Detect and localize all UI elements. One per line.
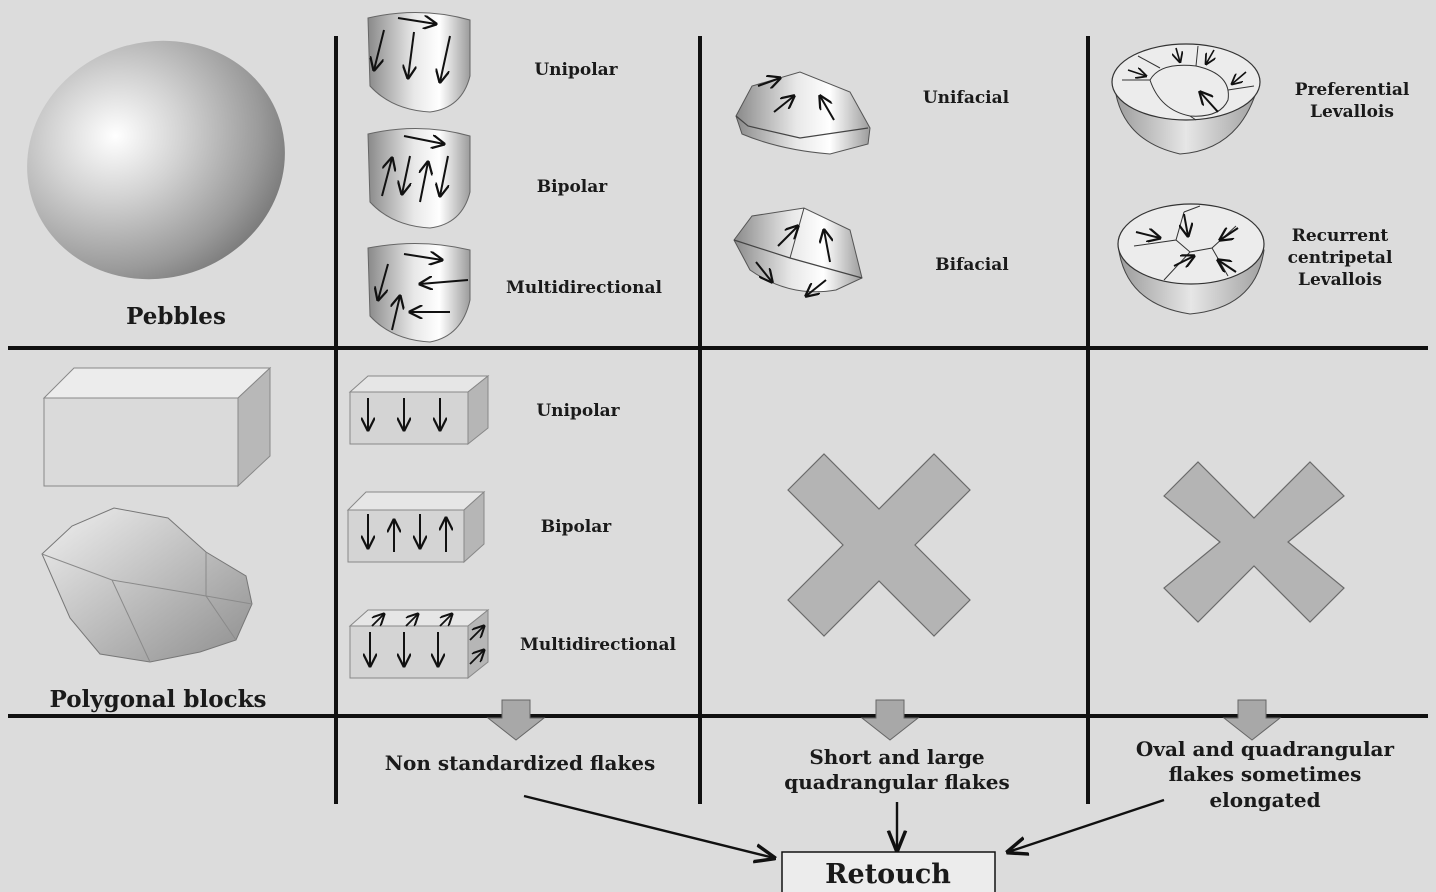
- box-unipolar-icon: [348, 374, 490, 446]
- row1-col2-label-2: Bipolar: [537, 177, 609, 197]
- core-unifacial-icon: [735, 71, 871, 155]
- row2-col2-label-2: Bipolar: [541, 517, 613, 537]
- row1-col2-label-1: Unipolar: [534, 60, 618, 80]
- row3-col4-label-3: elongated: [1209, 788, 1320, 812]
- row3-col3-label-1: Short and large: [809, 745, 984, 769]
- row1-col2-label-3: Multidirectional: [506, 278, 662, 298]
- row1-col3-label-2: Bifacial: [935, 255, 1009, 275]
- core-unipolar-icon: [367, 11, 471, 113]
- cross-icon: [1163, 461, 1345, 623]
- row3-col4-label-2: flakes sometimes: [1169, 762, 1362, 786]
- arrow-to-retouch-right: [1008, 798, 1165, 852]
- arrow-to-retouch-left: [523, 794, 774, 858]
- core-preferential-levallois-icon: [1111, 43, 1261, 155]
- box-multidirectional-icon: [348, 608, 490, 680]
- row3-col3-label-2: quadrangular flakes: [784, 770, 1009, 794]
- row2-col2-label-3: Multidirectional: [520, 635, 676, 655]
- row1-col4a-label-2: Levallois: [1310, 102, 1394, 122]
- polygonal-block-icon: [41, 507, 253, 663]
- pebble-icon: [27, 40, 285, 280]
- row1-col4b-label-3: Levallois: [1298, 270, 1382, 290]
- retouch-box: [781, 851, 996, 892]
- row1-col4b-label-1: Recurrent: [1292, 226, 1389, 246]
- polygonal-blocks-label: Polygonal blocks: [50, 686, 267, 713]
- rectangular-block-icon: [42, 366, 272, 488]
- down-arrow-icon: [860, 699, 920, 741]
- retouch-label: Retouch: [825, 859, 951, 890]
- row1-col4b-label-2: centripetal: [1288, 248, 1393, 268]
- core-bipolar-icon: [367, 127, 471, 229]
- core-multidirectional-icon: [367, 242, 471, 343]
- down-arrow-icon: [486, 699, 546, 741]
- pebbles-label: Pebbles: [126, 303, 226, 330]
- core-recurrent-centripetal-levallois-icon: [1117, 203, 1265, 315]
- row1-col4a-label-1: Preferential: [1295, 80, 1410, 100]
- cross-icon: [787, 453, 971, 637]
- row3-col2-label-1: Non standardized flakes: [385, 751, 656, 775]
- row3-col4-label-1: Oval and quadrangular: [1136, 737, 1395, 761]
- core-bifacial-icon: [733, 207, 863, 296]
- down-arrow-icon: [1222, 699, 1282, 741]
- box-bipolar-icon: [346, 490, 486, 564]
- grid-lines: [8, 36, 1428, 804]
- row2-col2-label-1: Unipolar: [536, 401, 620, 421]
- row1-col3-label-1: Unifacial: [923, 88, 1010, 108]
